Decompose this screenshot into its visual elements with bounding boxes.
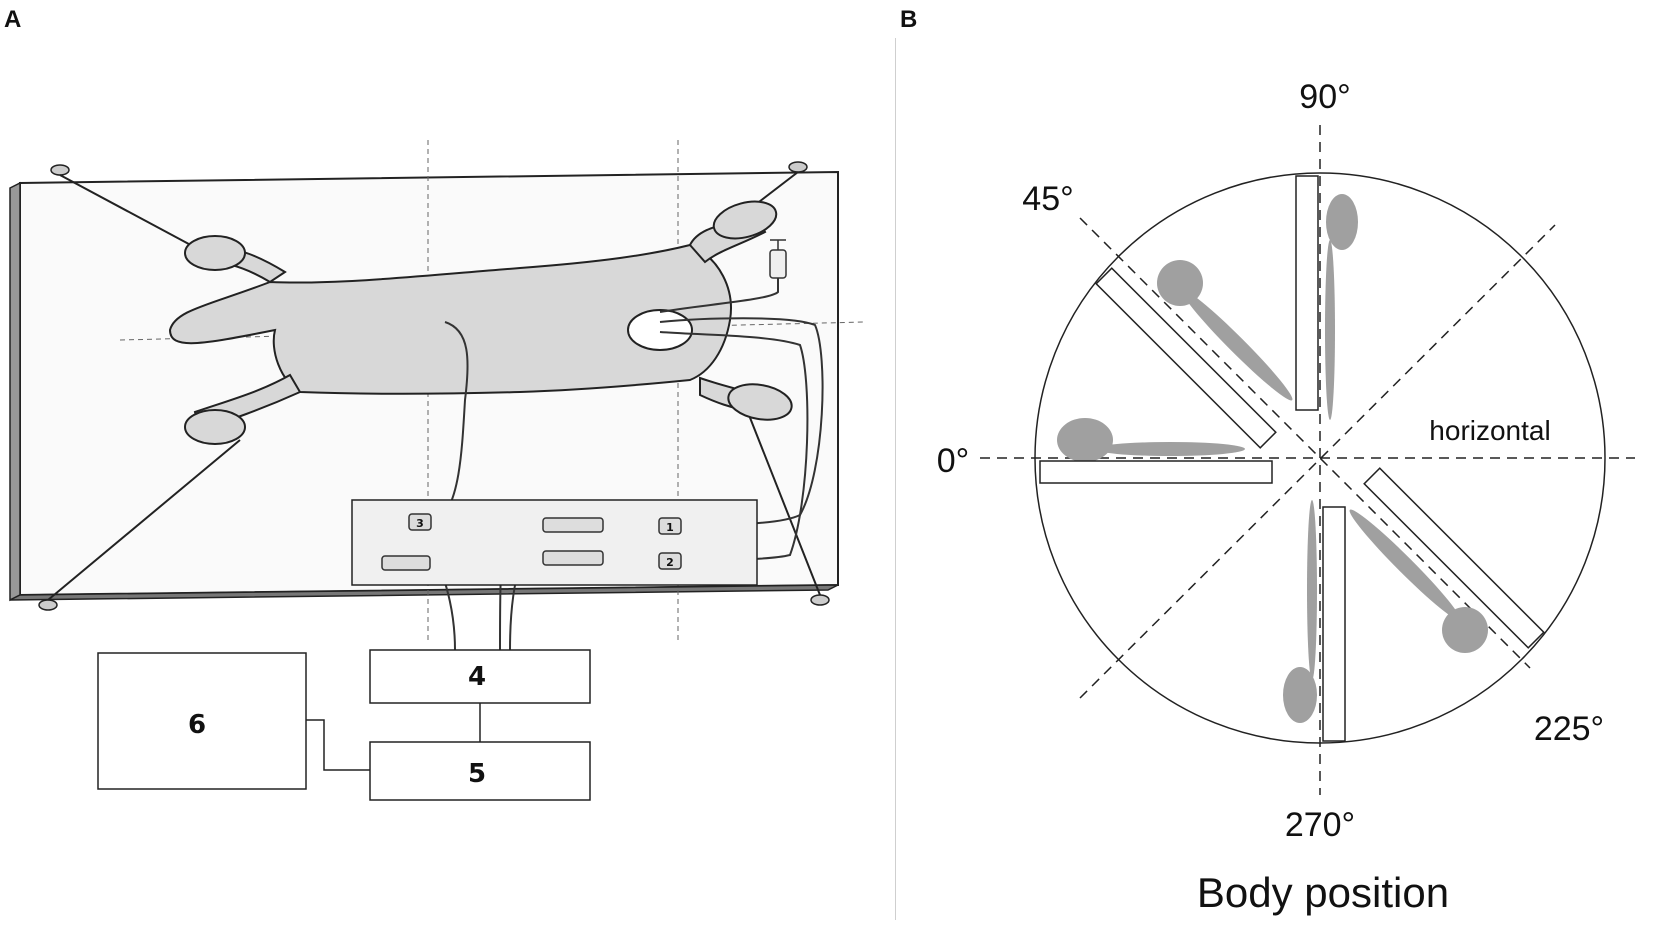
box-4 (369, 649, 591, 704)
equipment-boxes (97, 649, 591, 801)
board-270 (1322, 506, 1346, 742)
box-6-label: 6 (188, 710, 206, 740)
syringe-label-2: 2 (666, 556, 674, 569)
panel-a-letter: A (4, 6, 22, 33)
board-45 (1095, 267, 1277, 449)
rat-body (168, 200, 793, 445)
panel-a-diagram: 1 2 3 4 5 6 (9, 140, 866, 801)
angle-0-label: 0° (937, 442, 970, 480)
box-5-label: 5 (468, 759, 486, 789)
board-225 (1363, 467, 1545, 649)
panel-b-diagram: 90° 45° 0° 225° 270° horizontal Body pos… (937, 78, 1635, 916)
angle-225-label: 225° (1534, 710, 1604, 748)
rat-silhouettes (1057, 194, 1488, 723)
board-0 (1039, 460, 1273, 484)
syringe-tray: 1 2 3 (351, 499, 758, 586)
angle-45-label: 45° (1022, 180, 1073, 218)
tilt-boards (1039, 175, 1545, 742)
panel-b-caption: Body position (1197, 869, 1449, 916)
angle-90-label: 90° (1299, 78, 1350, 116)
panel-b-letter: B (900, 6, 918, 33)
panel-divider (895, 38, 896, 920)
syringe-icon (381, 513, 682, 571)
syringe-label-1: 1 (666, 521, 674, 534)
top-syringe-icon (769, 239, 787, 279)
box-4-label: 4 (468, 662, 486, 692)
board-90 (1295, 175, 1319, 411)
syringe-label-3: 3 (416, 517, 424, 530)
horizontal-label: horizontal (1429, 415, 1550, 446)
box-6 (97, 652, 307, 790)
limb-ties (47, 171, 821, 601)
box-5 (369, 741, 591, 801)
angle-270-label: 270° (1285, 806, 1355, 844)
